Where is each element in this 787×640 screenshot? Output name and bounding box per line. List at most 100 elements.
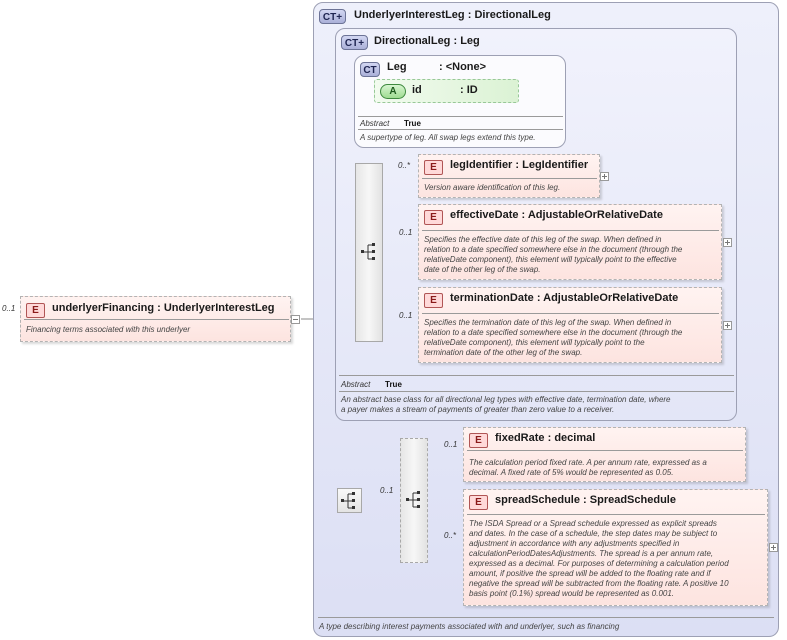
fixed-rate-element[interactable]: E fixedRate : decimal The calculation pe… [463,427,746,482]
element-name: effectiveDate [450,209,519,221]
ct-base: : Leg [453,35,480,47]
complex-type-badge: CT [360,62,380,77]
leg-box[interactable]: CT Leg : <None> A id : ID Abstract True … [354,55,566,148]
root-occurrence: 0..1 [2,304,16,313]
element-name: terminationDate [450,292,534,304]
spread-schedule-element[interactable]: E spreadSchedule : SpreadSchedule The IS… [463,489,768,606]
ct-badge-text: CT [344,38,359,49]
collapse-toggle[interactable] [291,315,300,324]
element-badge: E [424,293,443,308]
element-occurrence: 0..1 [399,228,413,237]
root-element-box[interactable]: E underlyerFinancing : UnderlyerInterest… [20,296,291,342]
abstract-value: True [385,380,402,389]
element-doc-line: date of the other leg of the swap. [424,265,541,274]
element-occurrence: 0..* [398,161,411,170]
ct-badge-text: CT [322,12,337,23]
element-type: : LegIdentifier [515,159,589,171]
sequence-occurrence: 0..1 [380,486,394,495]
separator [339,391,734,392]
directional-leg-doc-line-2: a payer makes a stream of payments of gr… [341,405,615,414]
ct-name: UnderlyerInterestLeg [354,9,465,21]
complex-type-badge: CT+ [319,9,346,24]
leg-identifier-element[interactable]: E legIdentifier : LegIdentifier Version … [418,154,600,198]
element-doc-line: relation to a date specified somewhere e… [424,245,683,254]
root-type: : UnderlyerInterestLeg [157,302,275,314]
termination-date-element[interactable]: E terminationDate : AdjustableOrRelative… [418,287,722,363]
root-element-name: underlyerFinancing : UnderlyerInterestLe… [52,302,275,314]
separator [422,313,719,314]
element-doc-line: The ISDA Spread or a Spread schedule exp… [469,519,717,528]
expand-toggle[interactable] [600,172,609,181]
expand-toggle[interactable] [723,321,732,330]
separator [467,450,743,451]
abstract-value: True [404,119,421,128]
element-type: : SpreadSchedule [583,494,676,506]
element-doc-line: Specifies the effective date of this leg… [424,235,662,244]
element-occurrence: 0..1 [399,311,413,320]
element-title: spreadSchedule : SpreadSchedule [495,494,676,506]
element-doc-line: The calculation period fixed rate. A per… [469,458,707,467]
sequence-icon [361,243,375,260]
abstract-label: Abstract [360,119,390,128]
separator [467,514,765,515]
element-doc-line: negative the spread will be subtracted f… [469,579,729,588]
element-type: : AdjustableOrRelativeDate [536,292,679,304]
sequence-compositor[interactable] [355,163,383,342]
root-name: underlyerFinancing [52,302,155,314]
element-doc-line: basis point (0.1%) spread would be repre… [469,589,675,598]
element-doc-line: relativeDate component), this element wi… [424,255,677,264]
expand-toggle[interactable] [769,543,778,552]
root-doc: Financing terms associated with this und… [26,325,191,334]
effective-date-element[interactable]: E effectiveDate : AdjustableOrRelativeDa… [418,204,722,280]
ct-base: : DirectionalLeg [467,9,551,21]
leg-name: Leg [387,61,407,73]
separator [422,178,597,179]
attribute-badge: A [380,84,406,99]
element-doc-line: and dates. In the case of a schedule, th… [469,529,718,538]
directional-leg-doc-line-1: An abstract base class for all direction… [341,395,671,404]
element-badge: E [469,433,488,448]
element-title: terminationDate : AdjustableOrRelativeDa… [450,292,678,304]
separator [422,230,719,231]
element-doc-line: calculationPeriodDatesAdjustments. The s… [469,549,714,558]
element-name: fixedRate [495,432,545,444]
sequence-icon [406,491,420,508]
element-title: legIdentifier : LegIdentifier [450,159,588,171]
element-doc-line: relation to a date specified somewhere e… [424,328,683,337]
element-type: : AdjustableOrRelativeDate [521,209,663,221]
element-name: spreadSchedule [495,494,580,506]
leg-doc: A supertype of leg. All swap legs extend… [360,133,536,142]
leg-base: : <None> [439,61,487,73]
element-doc-line: termination date of the other leg of the… [424,348,583,357]
separator [339,375,734,376]
element-type: : decimal [547,432,596,444]
element-occurrence: 0..* [444,531,457,540]
element-badge: E [424,210,443,225]
separator [358,129,563,130]
attribute-name: id [412,84,422,96]
separator [358,116,563,117]
abstract-label: Abstract [341,380,371,389]
separator [318,617,774,618]
element-doc-line: relativeDate component), this element wi… [424,338,645,347]
element-doc-line: Version aware identification of this leg… [424,183,561,192]
underlyer-interest-leg-title: UnderlyerInterestLeg : DirectionalLeg [354,9,551,21]
element-doc-line: Specifies the termination date of this l… [424,318,672,327]
underlyer-interest-leg-doc: A type describing interest payments asso… [319,622,620,631]
rate-sequence-compositor[interactable] [400,438,428,563]
attribute-id-box[interactable]: A id : ID [374,79,519,103]
outer-sequence-compositor[interactable] [337,488,362,513]
element-doc-line: adjustment in accordance with any adjust… [469,539,680,548]
element-title: fixedRate : decimal [495,432,595,444]
element-badge: E [26,303,45,318]
complex-type-badge: CT+ [341,35,368,50]
separator [24,319,289,320]
element-doc-line: amount, if positive the spread will be a… [469,569,711,578]
ct-name: DirectionalLeg [374,35,451,47]
element-name: legIdentifier [450,159,513,171]
sequence-icon [341,492,355,509]
directional-leg-title: DirectionalLeg : Leg [374,35,480,47]
element-badge: E [424,160,443,175]
attribute-type: : ID [460,84,478,96]
expand-toggle[interactable] [723,238,732,247]
